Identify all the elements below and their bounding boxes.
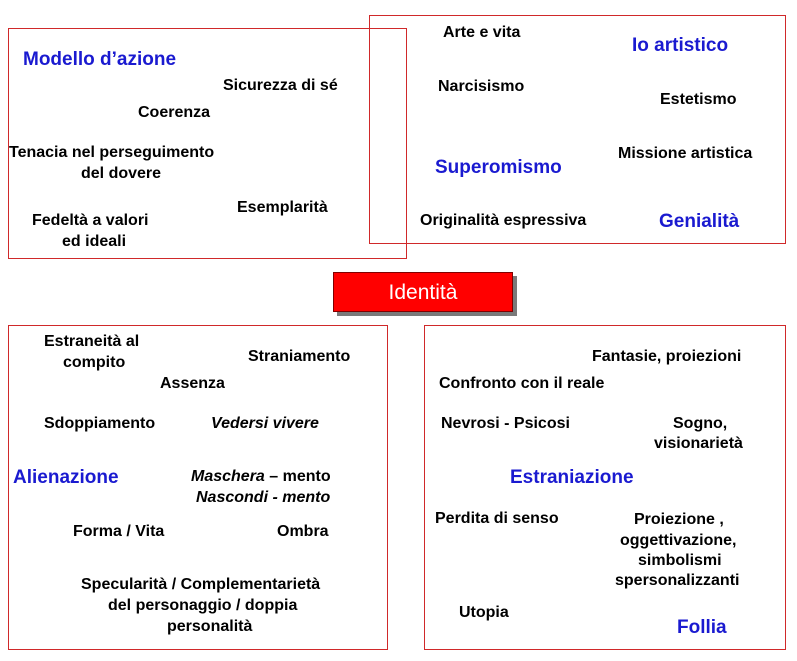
- item-narcisismo: Narcisismo: [438, 78, 525, 95]
- heading-io-artistico: Io artistico: [632, 35, 729, 56]
- item-proiezione-3: simbolismi: [638, 552, 722, 569]
- item-originalita: Originalità espressiva: [420, 212, 587, 229]
- item-nevrosi: Nevrosi - Psicosi: [441, 415, 570, 432]
- item-missione: Missione artistica: [618, 145, 753, 162]
- identita-node: Identità: [333, 272, 513, 312]
- item-sogno-2: visionarietà: [654, 435, 743, 452]
- item-specularita-1: Specularità / Complementarietà: [81, 576, 321, 593]
- item-sdoppiamento: Sdoppiamento: [44, 415, 156, 432]
- heading-superomismo: Superomismo: [435, 157, 562, 178]
- item-sicurezza: Sicurezza di sé: [223, 77, 338, 94]
- item-specularita-3: personalità: [167, 618, 253, 635]
- heading-modello-azione: Modello d’azione: [23, 49, 177, 70]
- item-tenacia-2: del dovere: [81, 165, 162, 182]
- item-arte-vita: Arte e vita: [443, 24, 521, 41]
- item-fedelta-1: Fedeltà a valori: [32, 212, 149, 229]
- box-alienazione: [8, 325, 388, 650]
- item-vedersi-vivere: Vedersi vivere: [211, 415, 319, 432]
- item-estraneita-2: compito: [63, 354, 126, 371]
- heading-follia: Follia: [677, 617, 727, 638]
- box-modello-azione: [8, 28, 407, 259]
- item-esemplarita: Esemplarità: [237, 199, 328, 216]
- item-coerenza: Coerenza: [138, 104, 211, 121]
- item-straniamento: Straniamento: [248, 348, 351, 365]
- item-confronto: Confronto con il reale: [439, 375, 605, 392]
- item-fedelta-2: ed ideali: [62, 233, 127, 250]
- item-ombra: Ombra: [277, 523, 329, 540]
- heading-genialita: Genialità: [659, 211, 740, 232]
- item-nascondi: Nascondi - mento: [196, 489, 331, 506]
- item-sogno-1: Sogno,: [673, 415, 728, 432]
- item-fantasie: Fantasie, proiezioni: [592, 348, 742, 365]
- item-proiezione-2: oggettivazione,: [620, 532, 737, 549]
- item-estraneita-1: Estraneità al: [44, 333, 140, 350]
- item-assenza: Assenza: [160, 375, 225, 392]
- item-tenacia-1: Tenacia nel perseguimento: [9, 144, 215, 161]
- box-estraniazione: [424, 325, 786, 650]
- item-proiezione-4: spersonalizzanti: [615, 572, 740, 589]
- item-perdita: Perdita di senso: [435, 510, 559, 527]
- item-specularita-2: del personaggio / doppia: [108, 597, 298, 614]
- box-io-artistico: [369, 15, 786, 244]
- item-estetismo: Estetismo: [660, 91, 737, 108]
- item-maschera-a: Maschera: [191, 468, 265, 485]
- item-proiezione-1: Proiezione ,: [634, 511, 724, 528]
- heading-alienazione: Alienazione: [13, 467, 119, 488]
- item-utopia: Utopia: [459, 604, 509, 621]
- item-maschera-b: – mento: [264, 468, 331, 485]
- heading-estraniazione: Estraniazione: [510, 467, 634, 488]
- item-maschera: Maschera – mento: [191, 466, 331, 487]
- item-forma-vita: Forma / Vita: [73, 523, 165, 540]
